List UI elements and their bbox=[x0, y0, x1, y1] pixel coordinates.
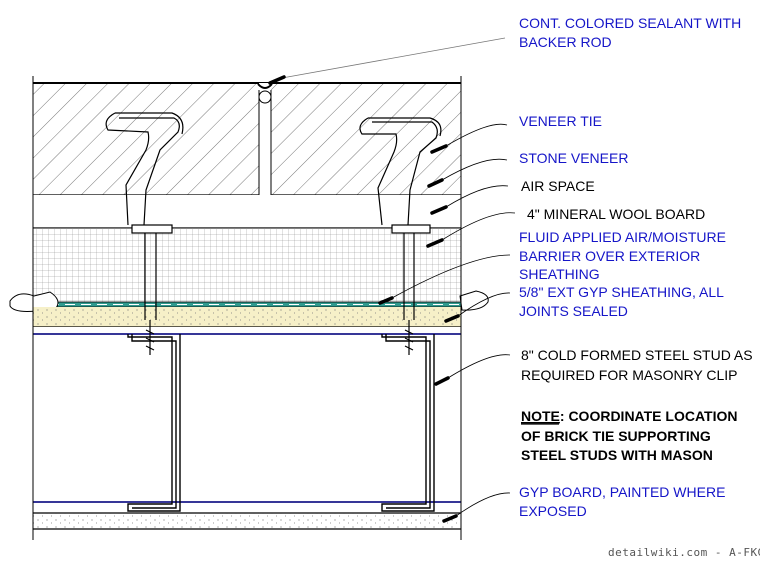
note-heading: NOTE bbox=[521, 408, 560, 424]
gyp-board-layer bbox=[33, 512, 461, 530]
barrier-layer bbox=[32, 301, 462, 308]
leader-barrier bbox=[378, 254, 511, 305]
label-line: REQUIRED FOR MASONRY CLIP bbox=[521, 367, 738, 383]
leader-veneer-tie bbox=[430, 123, 508, 154]
label-line: CONT. COLORED SEALANT WITH bbox=[519, 15, 741, 31]
note-text: : COORDINATE LOCATION bbox=[560, 408, 738, 424]
label-gyp-board: GYP BOARD, PAINTED WHERE EXPOSED bbox=[519, 484, 725, 519]
label-air-space: AIR SPACE bbox=[521, 178, 595, 194]
stud-cavity bbox=[33, 327, 461, 503]
label-line: 5/8" EXT GYP SHEATHING, ALL bbox=[519, 284, 724, 300]
label-line: BACKER ROD bbox=[519, 34, 612, 50]
label-line: GYP BOARD, PAINTED WHERE bbox=[519, 484, 725, 500]
label-line: EXPOSED bbox=[519, 503, 587, 519]
air-space-layer bbox=[33, 195, 461, 229]
mineral-wool-layer bbox=[33, 228, 461, 304]
label-veneer-tie: VENEER TIE bbox=[519, 113, 602, 129]
leader-sealant bbox=[268, 37, 506, 85]
sheathing-layer bbox=[33, 307, 461, 328]
note-line-2: OF BRICK TIE SUPPORTING bbox=[521, 428, 711, 444]
leader-mineral-wool bbox=[426, 212, 516, 248]
label-line: JOINTS SEALED bbox=[519, 303, 628, 319]
leader-sheathing bbox=[444, 292, 511, 323]
label-line: AIR SPACE bbox=[521, 178, 595, 194]
veneer-tie-right bbox=[359, 117, 442, 355]
label-stone-veneer: STONE VENEER bbox=[519, 150, 628, 166]
membrane-end-right bbox=[459, 290, 489, 311]
steel-stud-right bbox=[381, 334, 435, 512]
label-sealant: CONT. COLORED SEALANT WITH BACKER ROD bbox=[519, 15, 741, 50]
leader-stone-veneer bbox=[427, 158, 508, 188]
label-stud: 8" COLD FORMED STEEL STUD AS REQUIRED FO… bbox=[521, 347, 753, 383]
label-line: STONE VENEER bbox=[519, 150, 628, 166]
label-line: 4" MINERAL WOOL BOARD bbox=[527, 206, 705, 222]
label-line: SHEATHING bbox=[519, 266, 600, 282]
label-mineral-wool: 4" MINERAL WOOL BOARD bbox=[527, 206, 705, 222]
label-line: FLUID APPLIED AIR/MOISTURE bbox=[519, 229, 726, 245]
steel-stud-left bbox=[127, 334, 181, 512]
membrane-end-left bbox=[9, 291, 59, 312]
label-sheathing: 5/8" EXT GYP SHEATHING, ALL JOINTS SEALE… bbox=[519, 284, 724, 319]
leader-air-space bbox=[430, 185, 509, 215]
note-line-3: STEEL STUDS WITH MASON bbox=[521, 447, 713, 463]
stone-veneer-layer bbox=[33, 82, 461, 196]
label-line: VENEER TIE bbox=[519, 113, 602, 129]
leader-gyp-board bbox=[442, 492, 511, 523]
veneer-tie-left bbox=[105, 112, 184, 355]
label-line: 8" COLD FORMED STEEL STUD AS bbox=[521, 347, 753, 363]
credit-text: detailwiki.com - A-FKGNT bbox=[608, 546, 760, 559]
label-barrier: FLUID APPLIED AIR/MOISTURE BARRIER OVER … bbox=[519, 229, 726, 282]
sealant-joint bbox=[257, 83, 273, 195]
coordination-note: NOTE: COORDINATE LOCATION OF BRICK TIE S… bbox=[521, 408, 737, 463]
note-line-1: NOTE: COORDINATE LOCATION bbox=[521, 408, 737, 424]
leader-stud bbox=[434, 354, 511, 386]
label-line: BARRIER OVER EXTERIOR bbox=[519, 248, 700, 264]
